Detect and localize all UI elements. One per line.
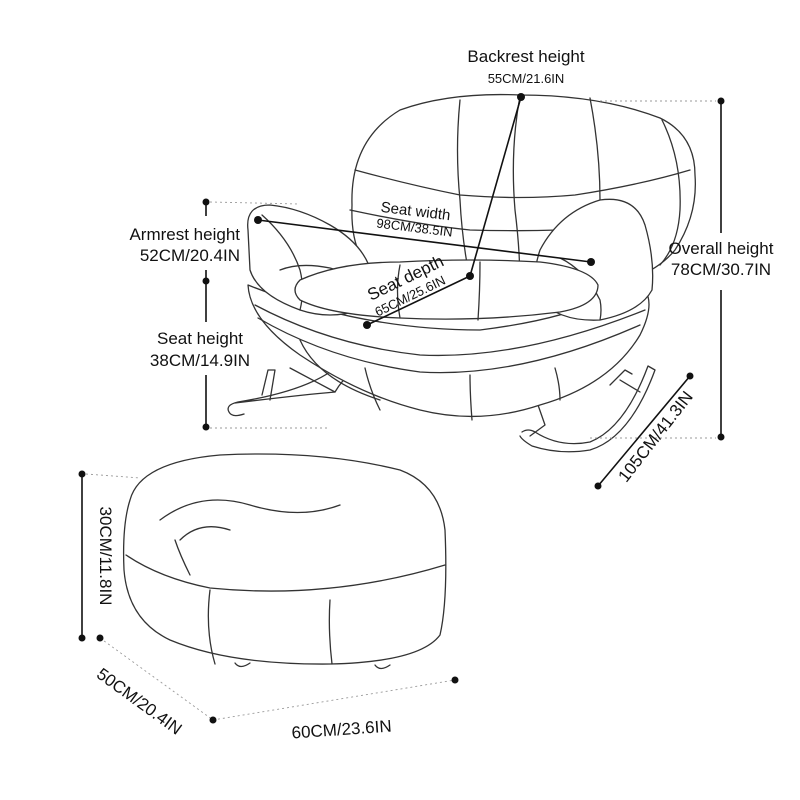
ottoman-depth-dot — [96, 634, 104, 642]
rocker-length-line — [597, 375, 691, 487]
seat-height-dot-bottom — [202, 423, 210, 431]
ottoman-height-label: 30CM/11.8IN — [96, 507, 115, 606]
seat-height-title: Seat height — [157, 329, 243, 348]
chair-seat-cushion — [294, 259, 599, 320]
overall-height-dot-top — [717, 97, 725, 105]
ottoman-width-dot-right — [451, 676, 459, 684]
chair-seat-base — [247, 284, 650, 418]
seat-depth-dot — [363, 321, 371, 329]
seat-depth-line — [366, 275, 471, 326]
ottoman-body — [122, 453, 447, 665]
seat-height-value: 38CM/14.9IN — [150, 351, 250, 370]
ottoman-width-label: 60CM/23.6IN — [291, 717, 392, 743]
overall-height-dot-bottom — [717, 433, 725, 441]
backrest-height-line — [469, 96, 522, 277]
backrest-height-value: 55CM/21.6IN — [488, 71, 565, 86]
rocker-length-dot-bottom — [594, 482, 602, 490]
seat-width-line — [257, 219, 592, 263]
ottoman-width-dot-left — [209, 716, 217, 724]
ottoman-height-dot-top — [78, 470, 86, 478]
overall-height-title: Overall height — [669, 239, 774, 258]
seat-width-dot-left — [254, 216, 262, 224]
overall-height-value: 78CM/30.7IN — [671, 260, 771, 279]
ottoman-width-line — [212, 679, 456, 721]
backrest-height-dot-top — [517, 93, 525, 101]
ottoman-height-dot-bottom — [78, 634, 86, 642]
ottoman-depth-label: 50CM/20.4IN — [93, 664, 185, 738]
rocker-base — [227, 365, 656, 453]
backrest-height-title: Backrest height — [467, 47, 584, 66]
armrest-height-value: 52CM/20.4IN — [140, 246, 240, 265]
armrest-height-dot-top — [202, 198, 210, 206]
rocker-length-label: 105CM/41.3IN — [614, 388, 696, 486]
armrest-height-title: Armrest height — [129, 225, 240, 244]
ottoman-depth-line — [99, 637, 214, 721]
rocking-chair — [227, 93, 696, 453]
ottoman — [122, 453, 447, 670]
dimension-lines — [78, 93, 725, 724]
seat-width-dot-right — [587, 258, 595, 266]
rocker-length-dot-top — [686, 372, 694, 380]
